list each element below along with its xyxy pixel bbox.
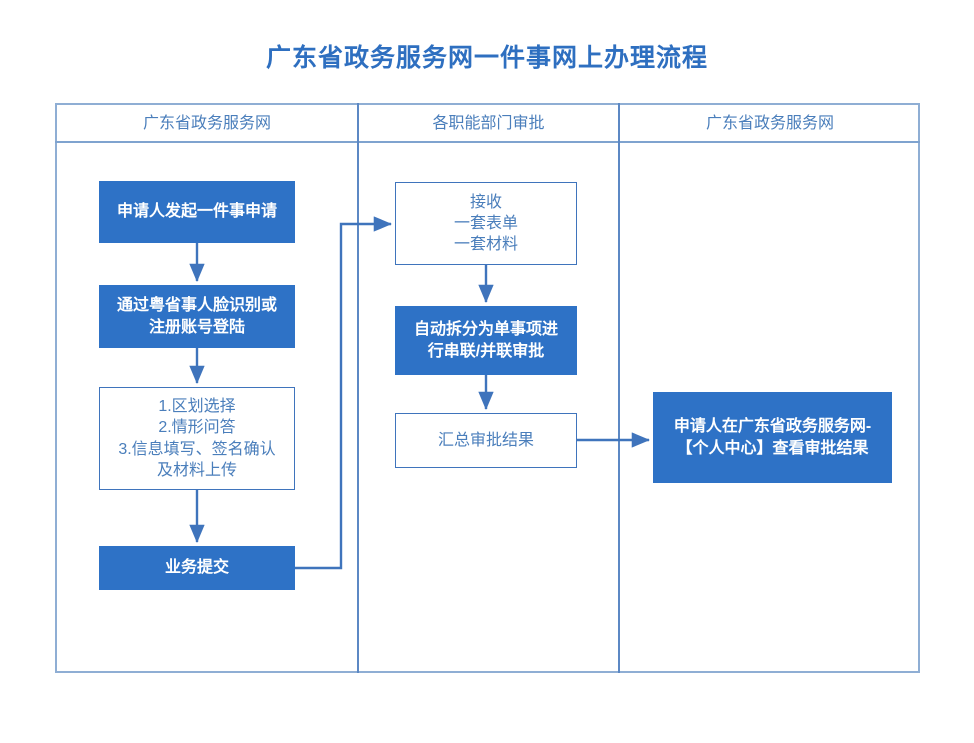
node-face-recognition-login[interactable]: 通过粤省事人脸识别或 注册账号登陆 (99, 285, 295, 348)
node-apply-one-thing[interactable]: 申请人发起一件事申请 (99, 181, 295, 243)
node-form-steps[interactable]: 1.区划选择 2.情形问答 3.信息填写、签名确认 及材料上传 (99, 387, 295, 490)
lane-divider-2 (618, 103, 620, 673)
page-title: 广东省政务服务网一件事网上办理流程 (265, 44, 708, 72)
lane-header-departments: 各职能部门审批 (432, 115, 545, 132)
lane-header-applicant: 广东省政务服务网 (142, 115, 271, 132)
node-summarize-approval-result[interactable]: 汇总审批结果 (395, 413, 577, 468)
swimlane-header-rule (55, 141, 920, 143)
node-submit-business[interactable]: 业务提交 (99, 546, 295, 590)
lane-header-results: 广东省政务服务网 (705, 115, 834, 132)
node-auto-split-approval[interactable]: 自动拆分为单事项进 行串联/并联审批 (395, 306, 577, 375)
node-receive-materials[interactable]: 接收 一套表单 一套材料 (395, 182, 577, 265)
node-view-approval-result[interactable]: 申请人在广东省政务服务网- 【个人中心】查看审批结果 (653, 392, 892, 483)
lane-divider-1 (357, 103, 359, 673)
